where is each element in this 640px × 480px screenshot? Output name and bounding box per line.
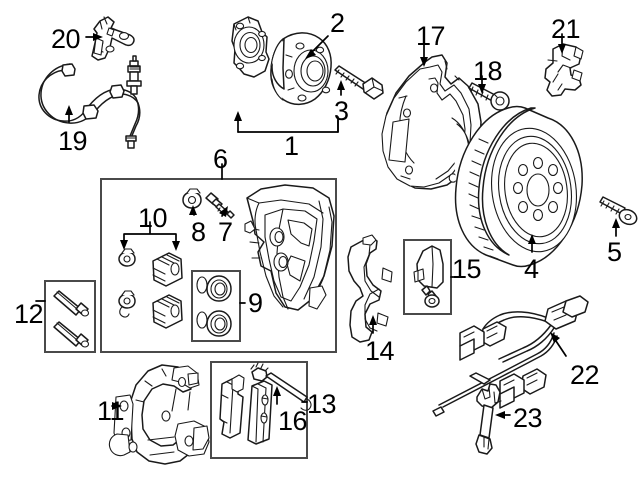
part-4-brake-rotor xyxy=(454,105,583,268)
part-12-guide-pins xyxy=(53,290,90,348)
piston-seal-kit-box xyxy=(191,270,241,342)
callout-4[interactable]: 4 xyxy=(524,254,539,284)
part-16-wear-sensor xyxy=(250,362,312,411)
callout-23[interactable]: 23 xyxy=(513,403,543,433)
part-20-hose-bracket xyxy=(91,16,135,61)
part-18-shield-bolt xyxy=(468,82,510,111)
part-3-hub-bolt xyxy=(334,65,384,100)
part-5-rotor-screw xyxy=(599,196,638,226)
callout-20[interactable]: 20 xyxy=(51,24,81,54)
part-13-brake-pads xyxy=(219,374,273,445)
part-21-abs-sensor xyxy=(544,43,584,97)
callout-2[interactable]: 2 xyxy=(330,8,345,38)
callout-12[interactable]: 12 xyxy=(14,299,44,329)
callout-9[interactable]: 9 xyxy=(248,288,263,318)
callout-16[interactable]: 16 xyxy=(278,406,308,436)
callout-19[interactable]: 19 xyxy=(58,126,88,156)
callout-10[interactable]: 10 xyxy=(138,203,168,233)
part-14-hose-bracket xyxy=(347,234,393,343)
leader-lines xyxy=(35,33,620,419)
callout-15[interactable]: 15 xyxy=(452,254,482,284)
harness-connector-upper xyxy=(459,321,507,361)
part-8-bleeder-cap xyxy=(182,188,202,209)
callout-21[interactable]: 21 xyxy=(551,14,581,44)
part-22-wiring-harness xyxy=(432,295,589,417)
guide-pins-box xyxy=(44,280,96,353)
part-15-sensor-holder xyxy=(413,245,444,308)
callout-22[interactable]: 22 xyxy=(570,360,600,390)
callout-7[interactable]: 7 xyxy=(218,217,233,247)
part-bearing-flange xyxy=(231,16,270,78)
part-10-guide-pin-boots xyxy=(118,248,183,329)
callout-5[interactable]: 5 xyxy=(607,237,622,267)
hose-fitting-upper xyxy=(126,55,142,95)
callout-14[interactable]: 14 xyxy=(365,336,395,366)
part-23-retainer-clip xyxy=(475,383,502,455)
callout-17[interactable]: 17 xyxy=(416,21,446,51)
hose-fitting-lower xyxy=(125,135,137,149)
part-9-piston-seal-kit xyxy=(196,275,232,337)
callout-1[interactable]: 1 xyxy=(284,131,299,161)
harness-main-connector xyxy=(544,295,589,330)
part-7-bleeder-valve xyxy=(205,192,235,219)
part-2-wheel-hub xyxy=(270,32,332,106)
callout-13[interactable]: 13 xyxy=(307,389,337,419)
callout-6[interactable]: 6 xyxy=(213,144,228,174)
callout-18[interactable]: 18 xyxy=(473,56,503,86)
part-19-brake-hose xyxy=(38,55,142,149)
caliper-assembly-box xyxy=(100,178,337,353)
callout-3[interactable]: 3 xyxy=(334,96,349,126)
callout-11[interactable]: 11 xyxy=(97,396,125,426)
callout-8[interactable]: 8 xyxy=(191,217,206,247)
part-17-splash-shield xyxy=(381,54,482,190)
part-6-caliper-body xyxy=(244,184,335,311)
part-11-caliper-bracket xyxy=(108,364,210,465)
